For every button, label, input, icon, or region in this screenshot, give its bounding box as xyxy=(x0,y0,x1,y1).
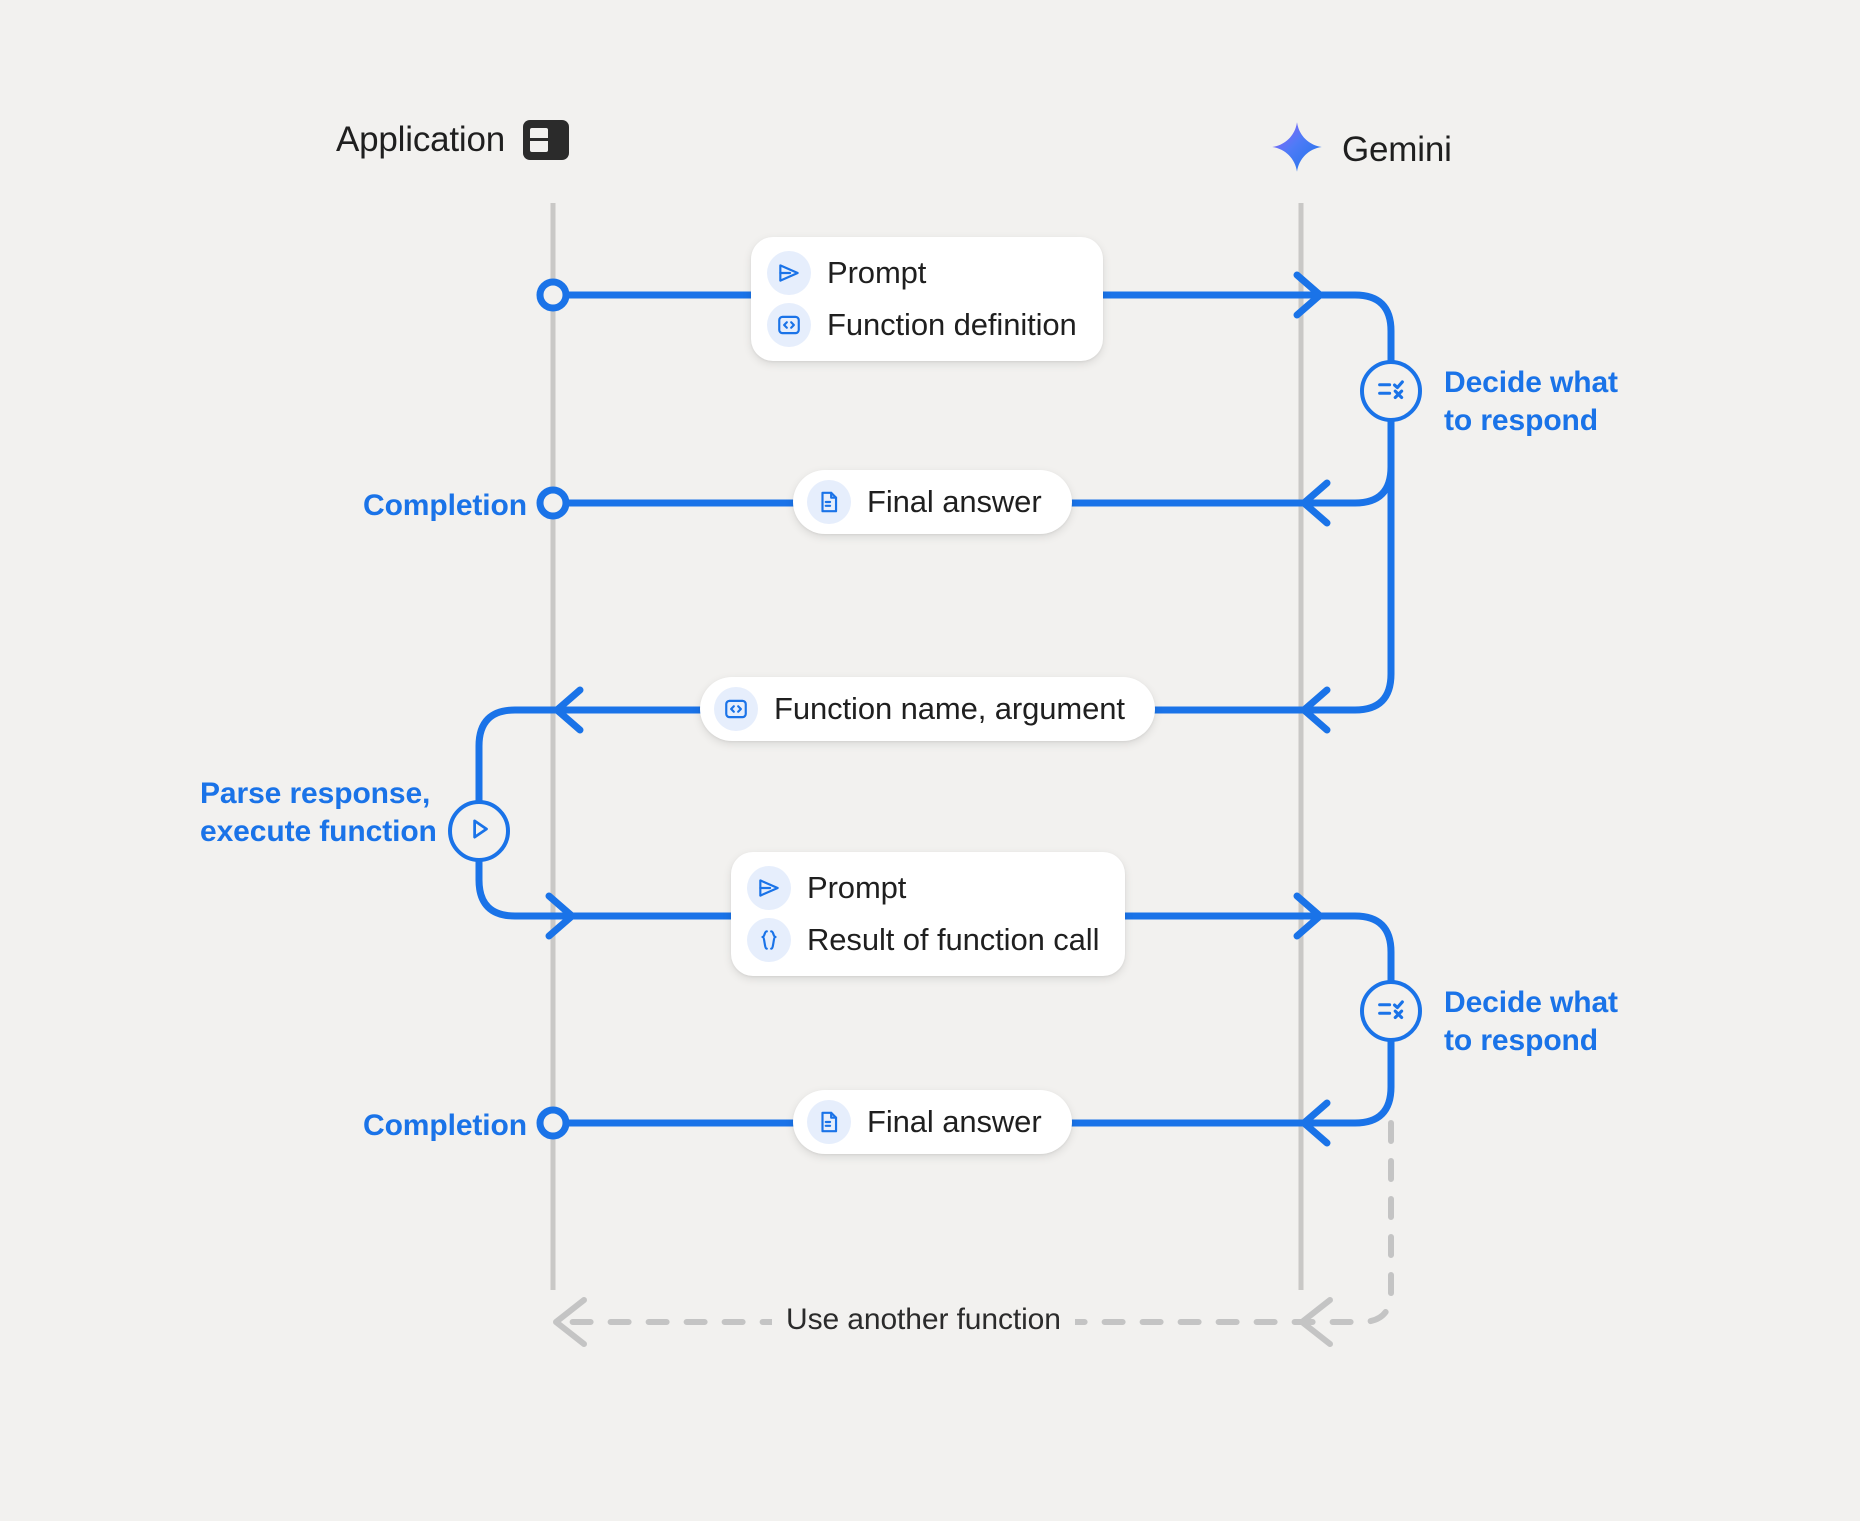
curly-braces-icon xyxy=(747,918,791,962)
message-row-function-call: Function name, argument xyxy=(714,687,1125,731)
decision-label-1: Decide what to respond xyxy=(1444,364,1618,441)
decision-label-2-line1: Decide what xyxy=(1444,986,1618,1019)
document-icon xyxy=(807,1100,851,1144)
message-label: Result of function call xyxy=(807,922,1100,957)
send-icon xyxy=(767,251,811,295)
message-card-final-answer-2[interactable]: Final answer xyxy=(793,1090,1072,1154)
decision-label-2: Decide what to respond xyxy=(1444,984,1618,1061)
code-brackets-icon xyxy=(767,303,811,347)
code-brackets-icon xyxy=(714,687,758,731)
lane-header-gemini: Gemini xyxy=(1270,120,1452,179)
play-icon xyxy=(464,814,494,849)
decision-label-1-line1: Decide what xyxy=(1444,366,1618,399)
message-row-prompt: Prompt xyxy=(747,866,1099,910)
parse-execute-node[interactable] xyxy=(448,800,510,862)
lane-label-application: Application xyxy=(336,120,506,159)
decision-node-2[interactable] xyxy=(1360,980,1422,1042)
loop-label-use-another-function: Use another function xyxy=(772,1303,1075,1337)
decision-label-2-line2: to respond xyxy=(1444,1024,1598,1058)
message-row-prompt: Prompt xyxy=(767,251,1077,295)
message-row-final-answer: Final answer xyxy=(807,480,1042,524)
lane-label-gemini: Gemini xyxy=(1342,129,1452,169)
gemini-sparkle-icon xyxy=(1270,120,1324,179)
lane-header-application: Application xyxy=(336,120,570,160)
parse-execute-label-line2: execute function xyxy=(200,815,437,849)
message-card-request-2[interactable]: Prompt Result of function call xyxy=(731,852,1126,976)
completion-label-1: Completion xyxy=(363,489,527,522)
message-label: Final answer xyxy=(867,484,1042,519)
message-label: Final answer xyxy=(867,1104,1042,1139)
decision-rules-icon xyxy=(1374,372,1408,411)
send-icon xyxy=(747,866,791,910)
message-label: Function definition xyxy=(827,307,1077,342)
message-label: Function name, argument xyxy=(774,691,1125,726)
message-row-function-definition: Function definition xyxy=(767,303,1077,347)
decision-node-1[interactable] xyxy=(1360,360,1422,422)
decision-label-1-line2: to respond xyxy=(1444,404,1598,438)
message-label: Prompt xyxy=(807,870,907,905)
message-card-final-answer-1[interactable]: Final answer xyxy=(793,470,1072,534)
parse-execute-label-line1: Parse response, xyxy=(200,777,431,810)
message-label: Prompt xyxy=(827,255,927,290)
message-card-request-1[interactable]: Prompt Function definition xyxy=(751,237,1103,361)
message-row-function-result: Result of function call xyxy=(747,918,1099,962)
document-icon xyxy=(807,480,851,524)
completion-label-2: Completion xyxy=(363,1109,527,1142)
message-row-final-answer: Final answer xyxy=(807,1100,1042,1144)
message-card-function-call[interactable]: Function name, argument xyxy=(700,677,1155,741)
decision-rules-icon xyxy=(1374,992,1408,1031)
parse-execute-label: Parse response, execute function xyxy=(200,775,437,852)
application-window-icon xyxy=(523,120,570,160)
